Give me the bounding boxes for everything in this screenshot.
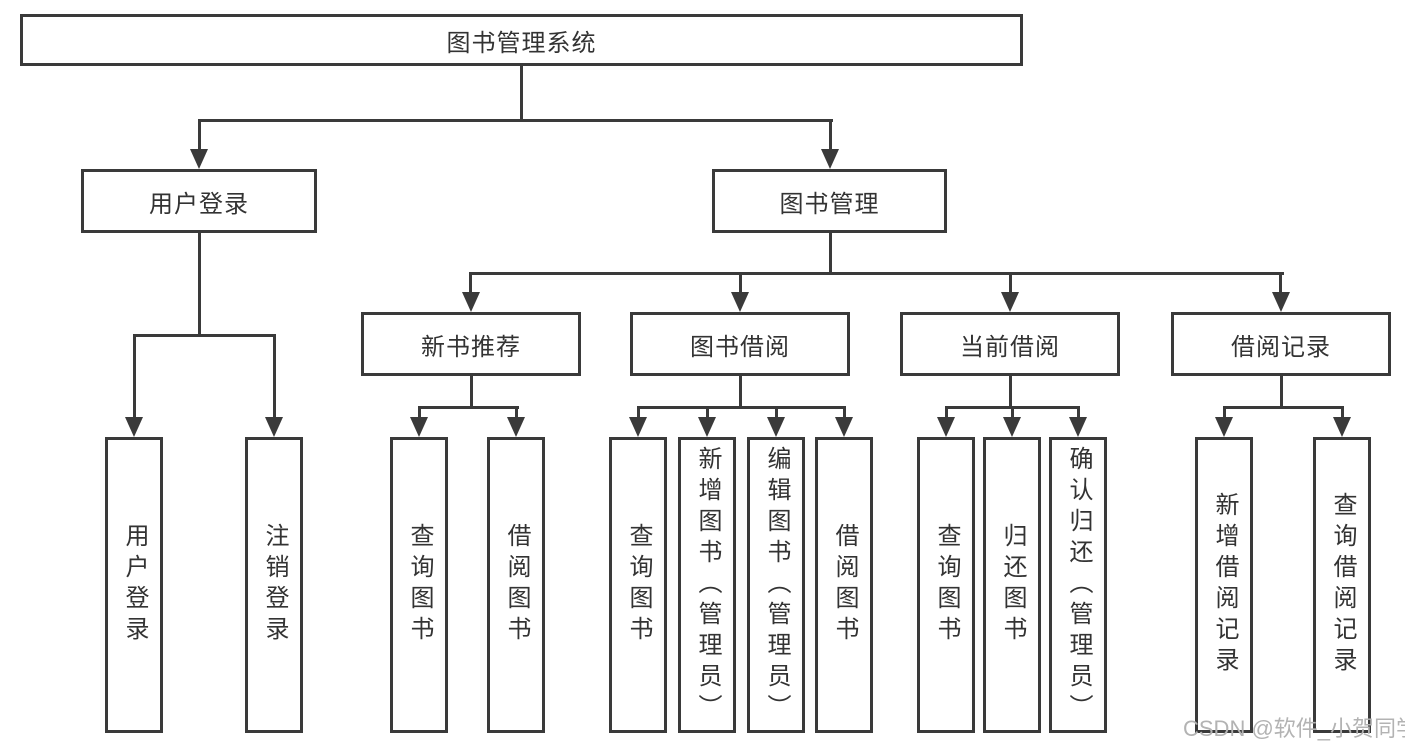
node-current-borrowing: 当前借阅 [900, 312, 1120, 376]
connector-line [198, 119, 833, 122]
connector-line [198, 119, 201, 153]
leaf-confirm-return-admin: 确认归还（管理员） [1049, 437, 1107, 733]
arrow-down-icon [1069, 417, 1087, 437]
leaf-logout: 注销登录 [245, 437, 303, 733]
connector-line [829, 119, 832, 153]
connector-line [945, 406, 948, 420]
connector-line [1077, 406, 1080, 420]
connector-line [739, 272, 742, 296]
arrow-down-icon [629, 417, 647, 437]
connector-line [520, 66, 523, 122]
connector-line [469, 272, 472, 296]
connector-line [1223, 406, 1344, 409]
leaf-query-books: 查询图书 [917, 437, 975, 733]
arrow-down-icon [1272, 292, 1290, 312]
arrow-down-icon [265, 417, 283, 437]
leaf-add-borrow-record: 新增借阅记录 [1195, 437, 1253, 733]
connector-line [133, 334, 276, 337]
node-borrowing-records: 借阅记录 [1171, 312, 1391, 376]
node-user-login: 用户登录 [81, 169, 317, 233]
arrow-down-icon [1003, 417, 1021, 437]
connector-line [273, 334, 276, 420]
arrow-down-icon [125, 417, 143, 437]
connector-line [1009, 376, 1012, 409]
arrow-down-icon [937, 417, 955, 437]
arrow-down-icon [410, 417, 428, 437]
node-book-borrowing: 图书借阅 [630, 312, 850, 376]
leaf-borrow-books: 借阅图书 [487, 437, 545, 733]
connector-line [1280, 376, 1283, 409]
arrow-down-icon [190, 149, 208, 169]
node-new-book-recommend: 新书推荐 [361, 312, 581, 376]
arrow-down-icon [1333, 417, 1351, 437]
arrow-down-icon [821, 149, 839, 169]
leaf-add-books-admin: 新增图书（管理员） [678, 437, 736, 733]
arrow-down-icon [1001, 292, 1019, 312]
leaf-query-books: 查询图书 [390, 437, 448, 733]
connector-line [1279, 272, 1282, 296]
arrow-down-icon [507, 417, 525, 437]
leaf-return-books: 归还图书 [983, 437, 1041, 733]
connector-line [739, 376, 742, 409]
leaf-query-borrow-record: 查询借阅记录 [1313, 437, 1371, 733]
connector-line [637, 406, 640, 420]
connector-line [418, 406, 519, 409]
leaf-borrow-books: 借阅图书 [815, 437, 873, 733]
connector-line [706, 406, 709, 420]
connector-line [843, 406, 846, 420]
arrow-down-icon [698, 417, 716, 437]
connector-line [1011, 406, 1014, 420]
connector-line [515, 406, 518, 420]
connector-line [1223, 406, 1226, 420]
connector-line [469, 272, 1284, 275]
connector-line [198, 233, 201, 337]
connector-line [1009, 272, 1012, 296]
node-library-management-system: 图书管理系统 [20, 14, 1023, 66]
connector-line [637, 406, 846, 409]
connector-line [470, 376, 473, 409]
arrow-down-icon [835, 417, 853, 437]
arrow-down-icon [731, 292, 749, 312]
arrow-down-icon [767, 417, 785, 437]
leaf-query-books: 查询图书 [609, 437, 667, 733]
node-book-management: 图书管理 [712, 169, 947, 233]
leaf-edit-books-admin: 编辑图书（管理员） [747, 437, 805, 733]
arrow-down-icon [462, 292, 480, 312]
leaf-user-login: 用户登录 [105, 437, 163, 733]
connector-line [1341, 406, 1344, 420]
connector-line [829, 233, 832, 275]
arrow-down-icon [1215, 417, 1233, 437]
csdn-watermark: CSDN @软件_小贺同学 [1183, 716, 1405, 741]
connector-line [775, 406, 778, 420]
connector-line [133, 334, 136, 420]
connector-line [418, 406, 421, 420]
